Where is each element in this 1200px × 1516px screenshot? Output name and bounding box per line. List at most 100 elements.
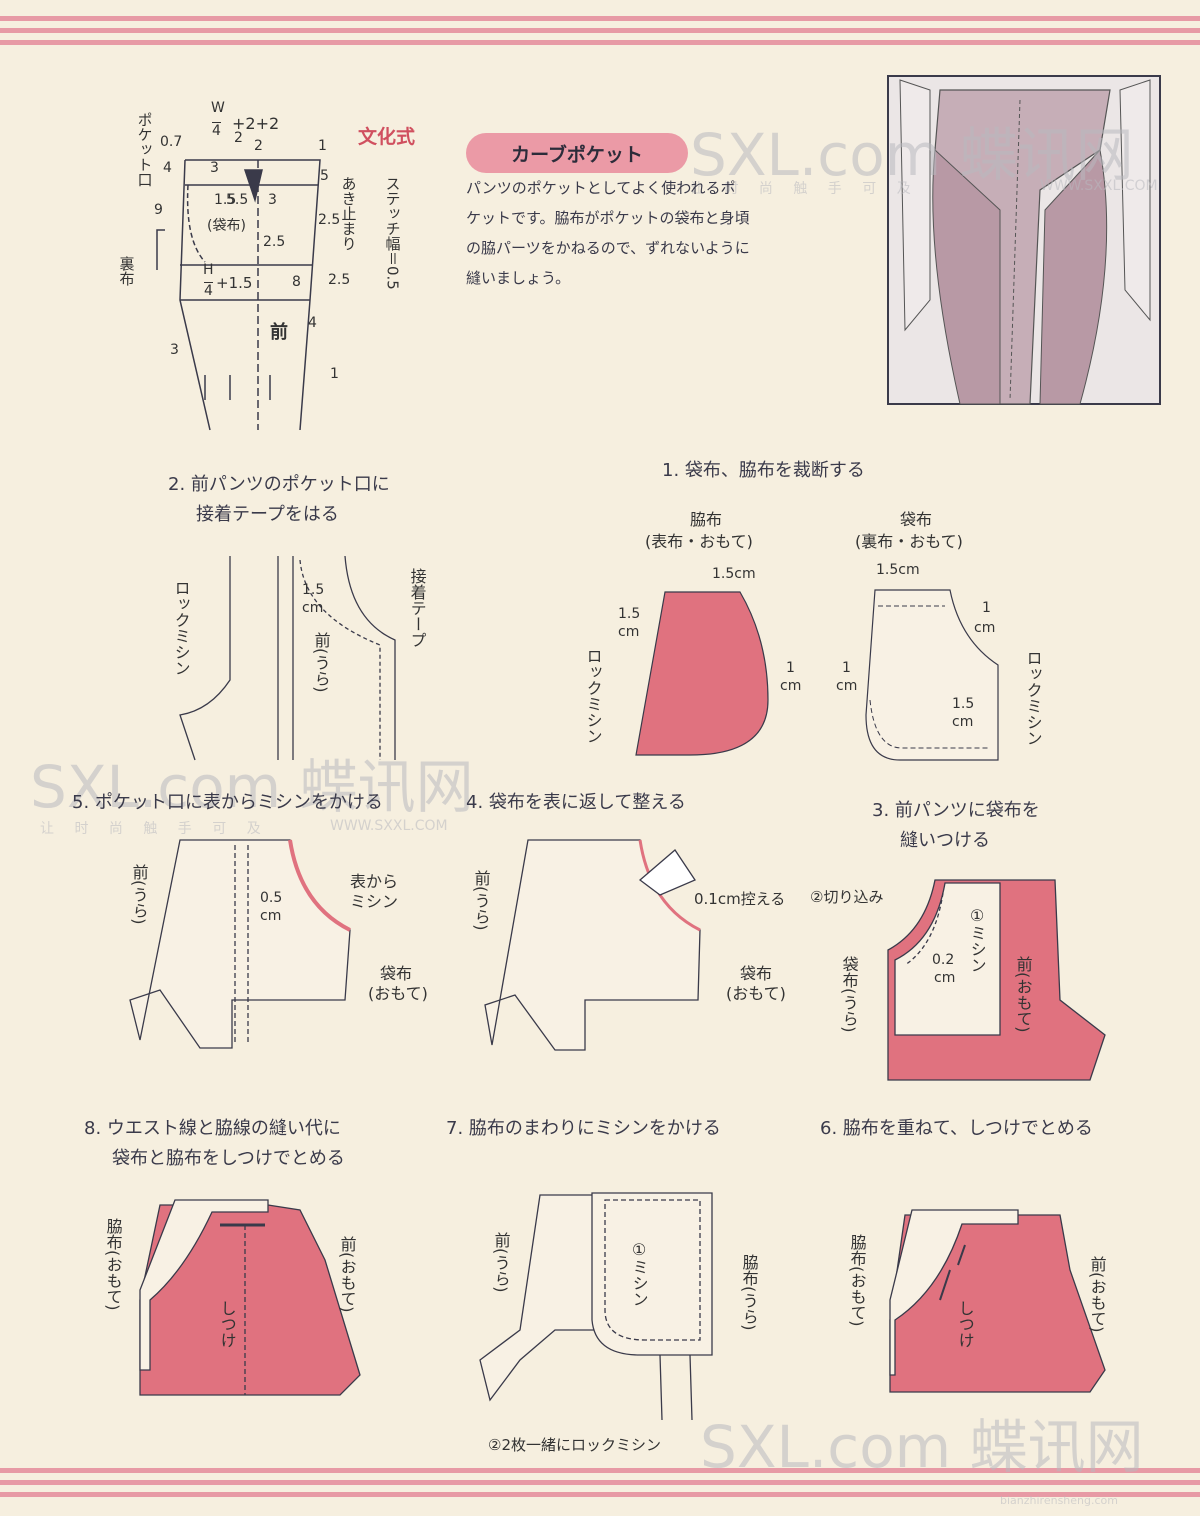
ura-label: (裏布・おもて) [855, 532, 963, 551]
intro-line: の脇パーツをかねるので、ずれないように [466, 239, 750, 257]
measure: 1 [842, 660, 851, 676]
h-formula: +1.5 [216, 274, 253, 292]
measure: 0.5 [260, 890, 283, 906]
style-label: 文化式 [358, 126, 416, 148]
lock-together-label: ②2枚一緒にロックミシン [488, 1436, 661, 1454]
measure: cm [260, 908, 282, 924]
fukuro-label: 袋布 [380, 964, 413, 983]
measure: 1 [786, 660, 795, 676]
measure: 2.5 [328, 272, 351, 288]
setchaku-tape-label: 接着テープ [407, 568, 427, 648]
kirikomi-label: ②切り込み [810, 888, 884, 906]
fukuro-nuno-shape [865, 589, 999, 761]
bag-cloth-label: (袋布) [207, 218, 246, 234]
step-title: 縫いつける [900, 830, 990, 851]
w-formula: W [211, 100, 225, 116]
front-label: 前 [270, 322, 288, 343]
lock-sewing-label: ロックミシン [1023, 650, 1043, 746]
opening-end-label: あき止まり [339, 176, 358, 251]
omote-label: (表布・おもて) [645, 532, 753, 551]
measure: 1.5 [952, 696, 975, 712]
step-title: 6. 脇布を重ねて、しつけでとめる [820, 1118, 1093, 1139]
front-omote-label: 前(おもて) [1013, 956, 1033, 1033]
bottom-stripe [0, 1492, 1200, 1497]
intro-line: 縫いましょう。 [466, 269, 571, 287]
waki-omote-label: 脇布(おもて) [103, 1218, 123, 1311]
measure: 9 [154, 202, 163, 218]
measure: 0.7 [160, 134, 183, 150]
step-title: 5. ポケット口に表からミシンをかける [72, 792, 383, 813]
front-ura-label: 前(うら) [491, 1232, 511, 1293]
measure: 1 [318, 138, 327, 154]
top-stripe [0, 16, 1200, 21]
lock-sewing-label: ロックミシン [171, 580, 191, 676]
watermark: bianzhirensheng.com [1000, 1494, 1118, 1507]
measure: 3 [268, 192, 277, 208]
measure: cm [934, 970, 956, 986]
measure: 2 [254, 138, 263, 154]
h-formula: 4 [204, 282, 213, 299]
waki-ura-label: 脇布(うら) [739, 1254, 759, 1331]
mishin1-label: ①ミシン [967, 906, 987, 973]
waki-nuno-shape [635, 591, 769, 756]
step-title: 2. 前パンツのポケット口に [168, 474, 390, 495]
measure: 5.5 [226, 192, 249, 208]
step5-pants [129, 839, 351, 1049]
fukuro-ura-label: 袋布(うら) [839, 956, 859, 1033]
front-omote-label: 前(おもて) [1087, 1256, 1107, 1333]
step3-pants [887, 879, 1106, 1081]
measure: 1.5 [618, 606, 641, 622]
measure: cm [618, 624, 640, 640]
step8-pants [139, 1199, 361, 1396]
bottom-stripe [0, 1468, 1200, 1473]
watermark: SXL.com 蝶讯网 [30, 753, 474, 821]
lining-label: 裏布 [117, 256, 136, 286]
step-title: 4. 袋布を表に返して整える [466, 792, 686, 813]
top-stripe [0, 40, 1200, 45]
step-title: 8. ウエスト線と脇線の縫い代に [84, 1118, 341, 1139]
watermark: SXL.com 蝶讯网 [690, 121, 1134, 189]
fukuro-nuno-label: 袋布 [900, 510, 933, 529]
step4-pants [484, 839, 701, 1051]
hyou-kara-label: 表から [350, 872, 399, 891]
stitch-width-label: ステッチ幅＝0.5 [383, 176, 402, 290]
measure: cm [836, 678, 858, 694]
measure: 1.5cm [712, 566, 756, 582]
measure: 1.5 [302, 582, 325, 598]
front-ura-label: 前(うら) [311, 632, 331, 693]
step-title: 1. 袋布、脇布を裁断する [662, 460, 865, 481]
step2-pants [179, 555, 396, 761]
hikaeru-label: 0.1cm控える [694, 890, 786, 908]
w-formula: 4 [212, 122, 221, 139]
shitsuke-label: しつけ [955, 1300, 975, 1348]
intro-line: パンツのポケットとしてよく使われるポ [466, 179, 736, 197]
measure: 1 [330, 366, 339, 382]
measure: 8 [292, 274, 301, 290]
measure: 0.2 [932, 952, 955, 968]
measure: cm [952, 714, 974, 730]
front-ura-label: 前(うら) [471, 870, 491, 931]
watermark: WWW.SXXL.COM [1040, 178, 1158, 194]
watermark: WWW.SXXL.COM [330, 818, 448, 834]
pocket-mouth-label: ポケット口 [135, 112, 154, 187]
w-formula: +2+2 [232, 114, 280, 133]
measure: 1.5 [214, 192, 237, 208]
measure: cm [780, 678, 802, 694]
measure: 4 [163, 160, 172, 176]
waki-omote-label: 脇布(おもて) [847, 1234, 867, 1327]
step7-pants [479, 1192, 713, 1421]
step-title: 接着テープをはる [196, 504, 339, 525]
fukuro-omote-label: (おもて) [726, 984, 786, 1003]
photo-illustration [887, 75, 1161, 405]
bottom-stripe [0, 1480, 1200, 1485]
measure: 3 [210, 160, 219, 176]
measure: 2.5 [318, 212, 341, 228]
measure: 3 [170, 342, 179, 358]
step-title: 7. 脇布のまわりにミシンをかける [446, 1118, 721, 1139]
watermark: SXL.com 蝶讯网 [700, 1413, 1144, 1481]
measure: 1 [982, 600, 991, 616]
measure: 1.5cm [876, 562, 920, 578]
measure: cm [974, 620, 996, 636]
watermark: 让 时 尚 触 手 可 及 [40, 821, 269, 837]
